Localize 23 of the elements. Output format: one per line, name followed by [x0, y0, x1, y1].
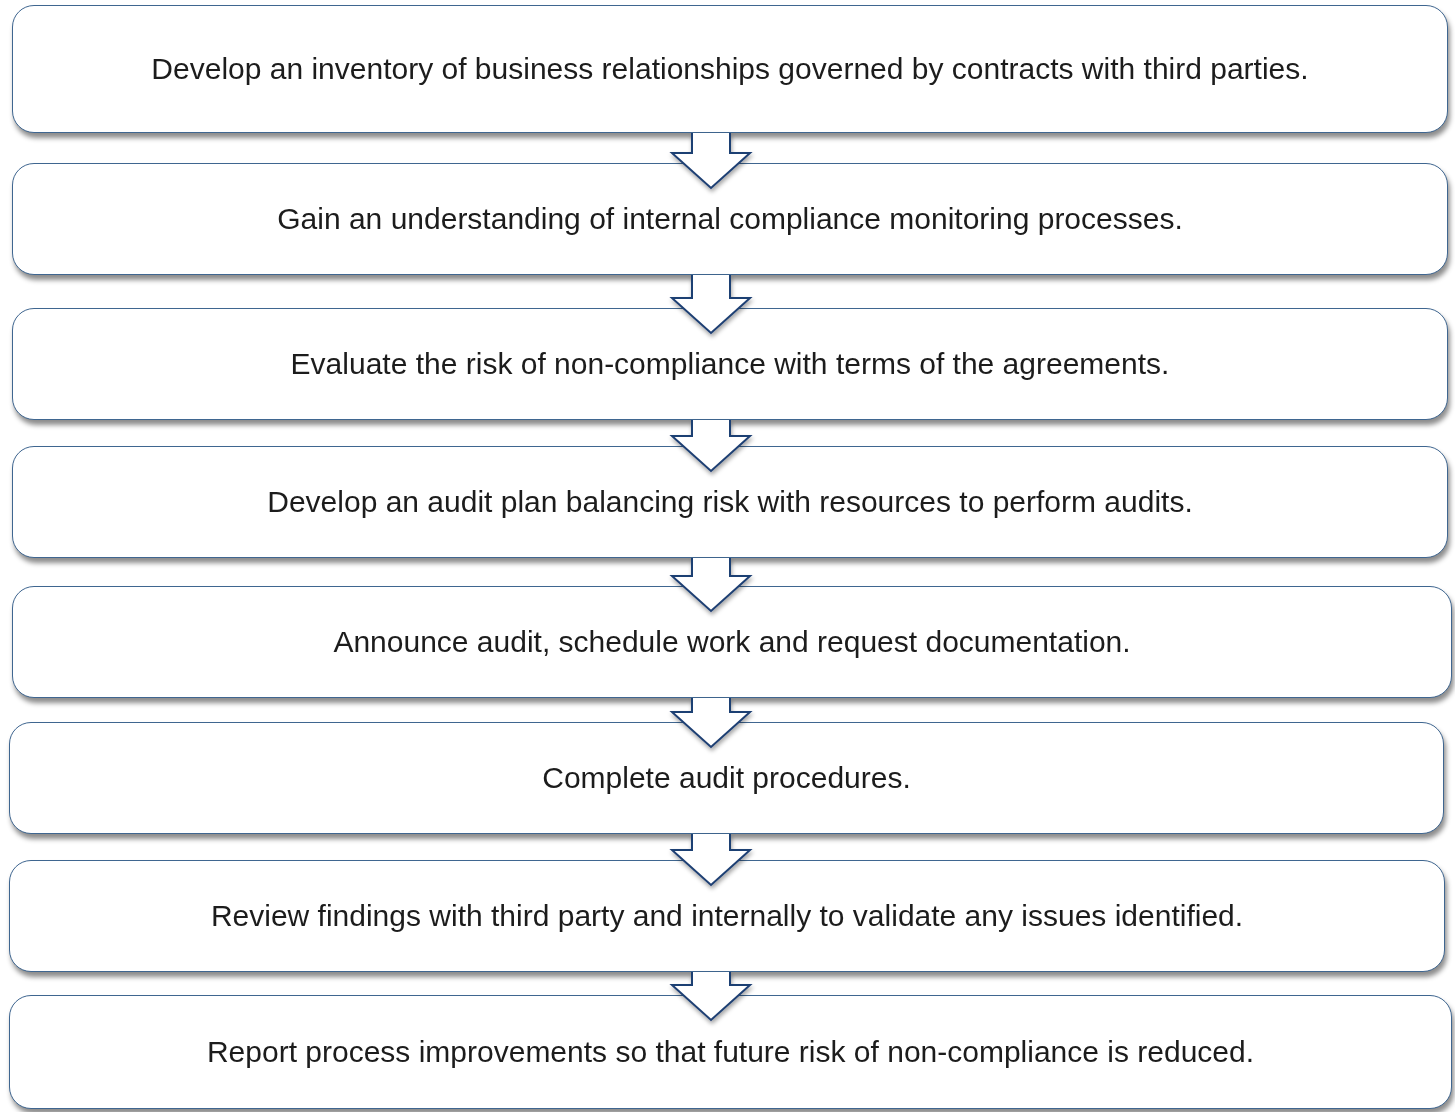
process-box: [12, 163, 1448, 275]
process-box: [12, 5, 1448, 133]
process-box: [12, 446, 1448, 558]
step-text: Announce audit, schedule work and request documentation.: [332, 625, 1132, 659]
step-text: Develop an audit plan balancing risk with resources to perform audits.: [266, 485, 1194, 519]
block-arrow: [669, 419, 753, 473]
process-box: [9, 995, 1452, 1109]
block-arrow: [669, 697, 753, 749]
step-text: Gain an understanding of internal compliance monitoring processes.: [276, 202, 1184, 236]
process-box: [12, 308, 1448, 420]
block-arrow: [669, 132, 753, 190]
process-box: [9, 722, 1444, 834]
step-text: Develop an inventory of business relationships governed by contracts with third parties.: [150, 52, 1310, 86]
block-arrow: [669, 557, 753, 613]
step-text: Report process improvements so that future risk of non-compliance is reduced.: [205, 1035, 1256, 1069]
process-box: [9, 860, 1445, 972]
block-arrow: [669, 833, 753, 887]
process-box: [12, 586, 1452, 698]
step-text: Review findings with third party and internally to validate any issues identified.: [209, 899, 1245, 933]
block-arrow: [669, 274, 753, 335]
block-arrow: [669, 971, 753, 1022]
step-text: Evaluate the risk of non-compliance with terms of the agreements.: [289, 347, 1171, 381]
step-text: Complete audit procedures.: [541, 761, 912, 795]
